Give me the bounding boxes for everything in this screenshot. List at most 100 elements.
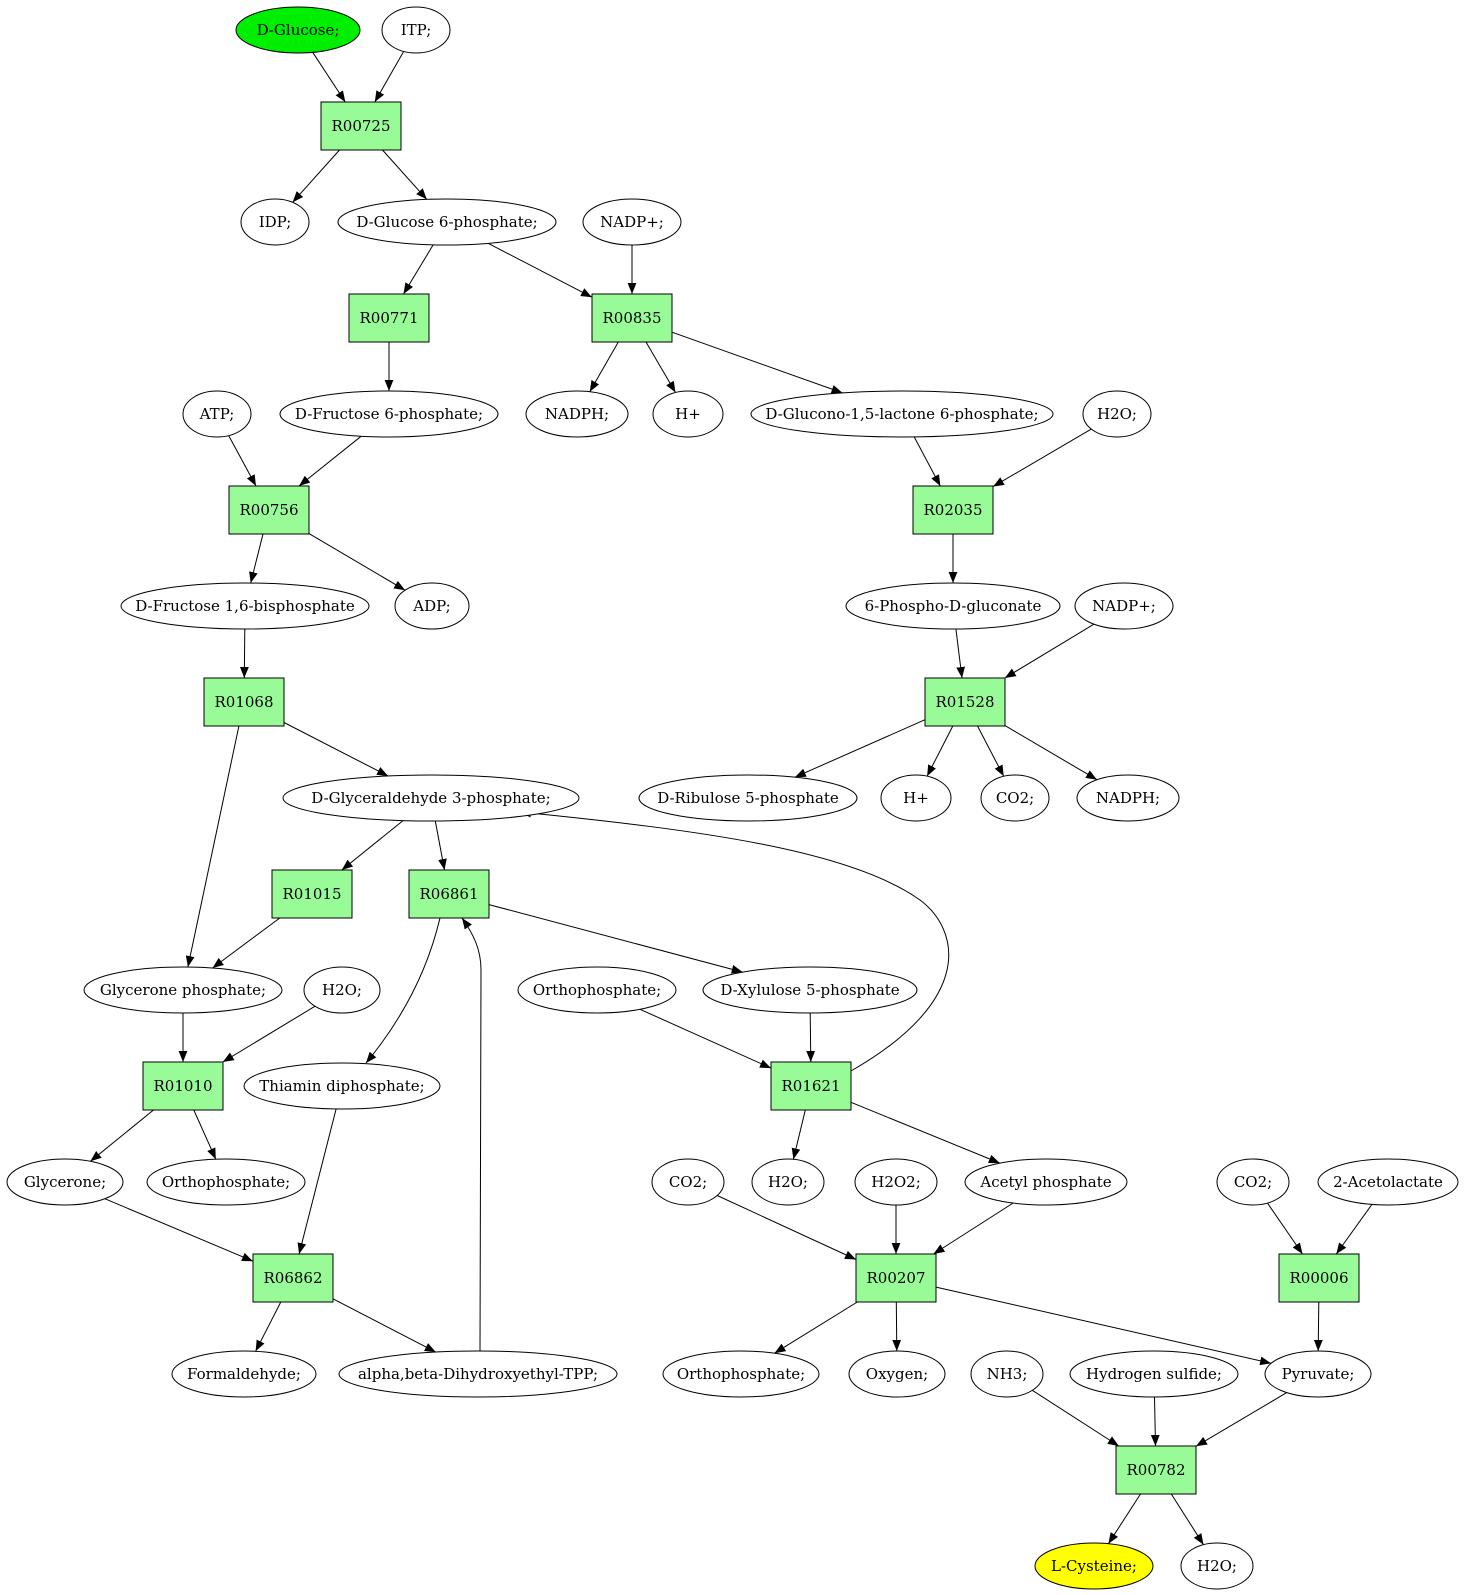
reaction-node-r01528: R01528 — [924, 677, 1006, 727]
node-label: R00207 — [866, 1269, 925, 1287]
compound-node-idp: IDP; — [240, 198, 310, 246]
compound-node-itp: ITP; — [381, 6, 451, 54]
edge-r01010-to-pi2 — [193, 1109, 217, 1160]
node-label: H2O2; — [871, 1173, 921, 1191]
node-label: ITP; — [401, 21, 432, 39]
compound-ellipse — [303, 966, 381, 1014]
compound-ellipse — [517, 966, 677, 1014]
node-label: Glycerone; — [24, 1173, 106, 1191]
compound-ellipse — [750, 390, 1054, 438]
compound-node-pg6: 6-Phospho-D-gluconate — [845, 582, 1061, 630]
edge-r00835-to-g15l — [671, 331, 843, 394]
compound-ellipse — [338, 1350, 618, 1398]
node-label: NADP+; — [1092, 597, 1156, 615]
node-label: CO2; — [1234, 1173, 1272, 1191]
node-label: R00835 — [602, 309, 661, 327]
node-label: H+ — [675, 405, 701, 423]
reaction-box — [252, 1253, 334, 1303]
compound-node-pyr: Pyruvate; — [1264, 1350, 1372, 1398]
edge-r00207-to-pyr — [935, 1286, 1272, 1366]
reaction-node-r01621: R01621 — [770, 1061, 852, 1111]
compound-node-atp: ATP; — [182, 390, 252, 438]
edge-g15l-to-r02035 — [913, 436, 941, 487]
node-label: alpha,beta-Dihydroxyethyl-TPP; — [358, 1365, 598, 1383]
node-label: NADP+; — [600, 213, 664, 231]
edge-r01528-to-nadph2 — [1004, 725, 1098, 781]
reaction-box — [408, 869, 490, 919]
edge-glc-to-r00725 — [312, 52, 346, 103]
compound-node-o2: Oxygen; — [848, 1350, 946, 1398]
node-label: 2-Acetolactate — [1333, 1173, 1443, 1191]
compound-node-tpp: Thiamin diphosphate; — [243, 1062, 441, 1110]
compound-ellipse — [235, 6, 361, 54]
compound-node-pi1: Orthophosphate; — [517, 966, 677, 1014]
node-label: Glycerone phosphate; — [100, 981, 266, 999]
edge-nadp2-to-r01528 — [1004, 623, 1095, 679]
compound-ellipse — [381, 6, 451, 54]
node-label: D-Ribulose 5-phosphate — [657, 789, 839, 807]
compound-node-nadph2: NADPH; — [1076, 774, 1180, 822]
compound-ellipse — [1069, 1350, 1239, 1398]
reaction-node-r00782: R00782 — [1115, 1445, 1197, 1495]
node-label: R06861 — [419, 885, 478, 903]
compound-node-h2o2b: H2O2; — [854, 1158, 938, 1206]
node-label: Hydrogen sulfide; — [1086, 1365, 1222, 1383]
compound-node-gap: D-Glyceraldehyde 3-phosphate; — [282, 774, 580, 822]
node-label: Pyruvate; — [1282, 1365, 1355, 1383]
node-label: ATP; — [199, 405, 235, 423]
reaction-box — [348, 293, 430, 343]
compound-node-h2o2: H2O; — [303, 966, 381, 1014]
compound-ellipse — [582, 198, 682, 246]
edge-r00725-to-idp — [292, 149, 340, 203]
compound-node-cys: L-Cysteine; — [1034, 1542, 1154, 1590]
compound-node-nadp1: NADP+; — [582, 198, 682, 246]
edge-r01621-to-h2o3 — [791, 1109, 806, 1160]
compound-ellipse — [662, 1350, 820, 1398]
edge-gap-to-r06861 — [434, 820, 447, 871]
edge-f6p-to-r00756 — [298, 435, 362, 487]
reaction-box — [228, 485, 310, 535]
reaction-node-r01010: R01010 — [142, 1061, 224, 1111]
reaction-box — [142, 1061, 224, 1111]
reaction-node-r02035: R02035 — [912, 485, 994, 535]
edge-acp-to-r00207 — [933, 1202, 1014, 1255]
compound-ellipse — [652, 390, 724, 438]
node-label: Acetyl phosphate — [979, 1173, 1111, 1191]
edge-r01528-to-ru5p — [794, 719, 926, 778]
node-label: 6-Phospho-D-gluconate — [865, 597, 1042, 615]
compound-ellipse — [279, 390, 499, 438]
edge-r00782-to-cys — [1107, 1493, 1141, 1544]
compound-node-f6p: D-Fructose 6-phosphate; — [279, 390, 499, 438]
reaction-node-r06861: R06861 — [408, 869, 490, 919]
compound-ellipse — [240, 198, 310, 246]
compound-node-glc: D-Glucose; — [235, 6, 361, 54]
edge-r00782-to-h2o4 — [1170, 1493, 1204, 1545]
edge-fbp-to-r01068 — [240, 628, 249, 679]
node-label: ADP; — [412, 597, 450, 615]
compound-ellipse — [1180, 1542, 1254, 1590]
compound-ellipse — [1264, 1350, 1372, 1398]
compound-ellipse — [1317, 1158, 1459, 1206]
compound-node-adp: ADP; — [394, 582, 470, 630]
node-label: D-Glyceraldehyde 3-phosphate; — [311, 789, 550, 807]
node-label: D-Fructose 6-phosphate; — [295, 405, 483, 423]
compound-ellipse — [1034, 1542, 1154, 1590]
compound-ellipse — [146, 1158, 306, 1206]
compound-ellipse — [964, 1158, 1128, 1206]
node-label: R00782 — [1126, 1461, 1185, 1479]
node-label: R00725 — [331, 117, 390, 135]
compound-ellipse — [854, 1158, 938, 1206]
node-label: Orthophosphate; — [162, 1173, 290, 1191]
compound-ellipse — [970, 1350, 1044, 1398]
node-label: R00756 — [239, 501, 298, 519]
compound-ellipse — [525, 390, 629, 438]
reaction-box — [1115, 1445, 1197, 1495]
reaction-box — [1278, 1253, 1360, 1303]
compound-ellipse — [845, 582, 1061, 630]
node-label: L-Cysteine; — [1051, 1557, 1137, 1575]
node-label: NADPH; — [545, 405, 609, 423]
edge-r00756-to-adp — [308, 533, 406, 591]
node-label: NADPH; — [1096, 789, 1160, 807]
edge-hetpp-to-r06861 — [461, 917, 482, 1352]
